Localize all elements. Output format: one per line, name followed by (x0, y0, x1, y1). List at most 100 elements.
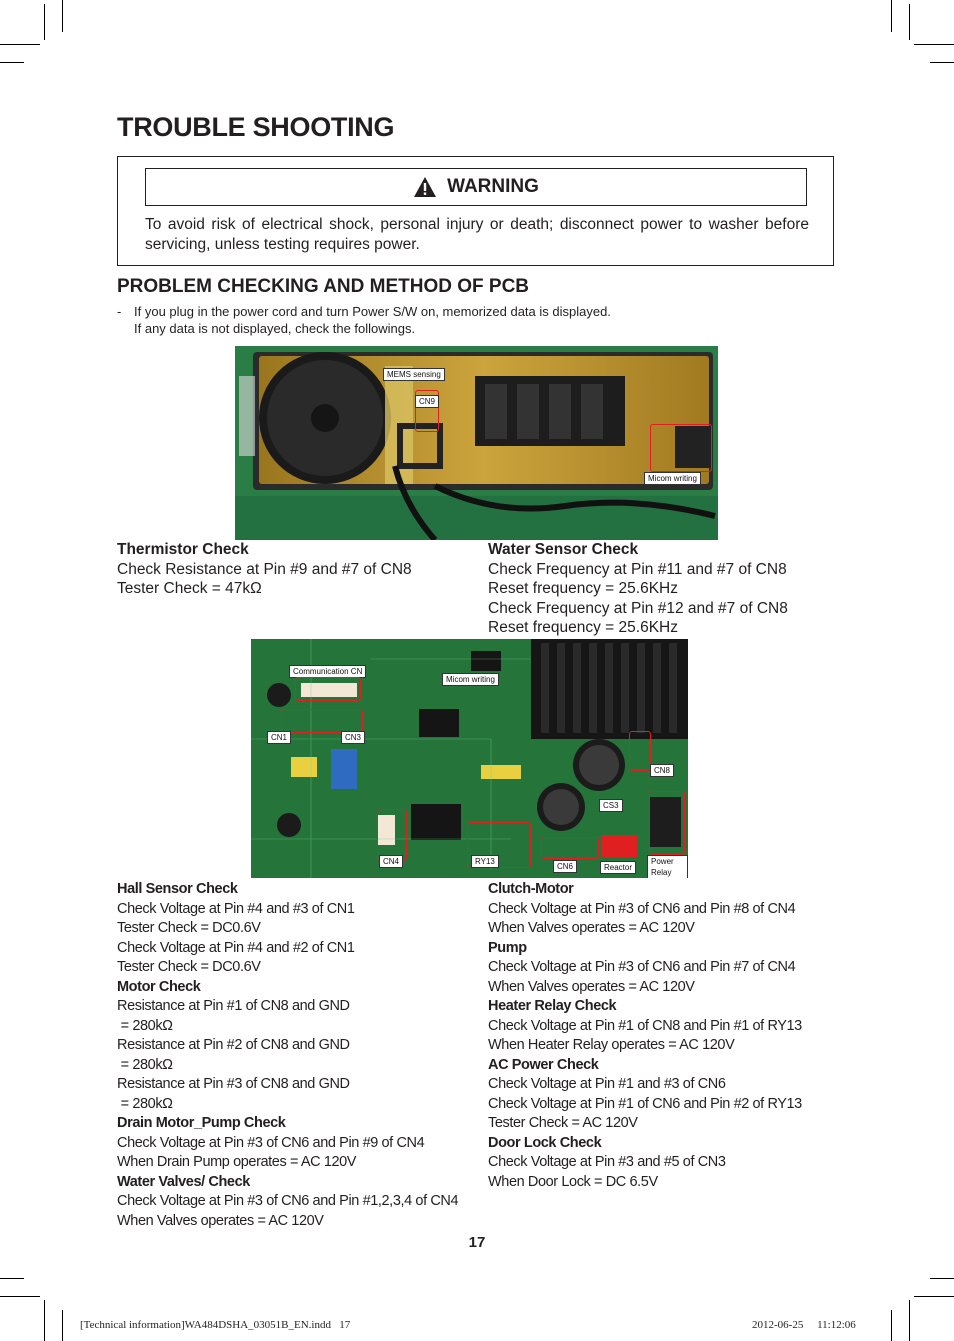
section-heading: AC Power Check (488, 1056, 599, 1073)
photo-label: CN1 (267, 731, 292, 744)
check-line: Check Voltage at Pin #3 of CN6 and Pin #… (117, 1134, 425, 1151)
note-line: If any data is not displayed, check the … (134, 321, 416, 336)
photo-label: CN9 (415, 395, 440, 408)
marker-box (415, 390, 439, 432)
section-heading: Pump (488, 939, 527, 956)
check-line: When Heater Relay operates = AC 120V (488, 1037, 735, 1053)
check-line: Reset frequency = 25.6KHz (488, 619, 678, 636)
check-line: Resistance at Pin #3 of CN8 and GND (117, 1076, 350, 1092)
marker-box (650, 424, 712, 472)
check-line: Check Voltage at Pin #1 of CN8 and Pin #… (488, 1017, 802, 1034)
crop-mark (0, 62, 24, 63)
check-line: = 280kΩ (117, 1095, 173, 1112)
check-line: Reset frequency = 25.6KHz (488, 580, 678, 597)
crop-mark (0, 1296, 40, 1297)
crop-mark (0, 44, 40, 45)
note-dash: - (117, 304, 122, 319)
check-line: When Valves operates = AC 120V (117, 1212, 324, 1229)
crop-mark (62, 1310, 63, 1341)
check-line: Tester Check = 47kΩ (117, 580, 262, 597)
footer-filename: [Technical information]WA484DSHA_03051B_… (80, 1319, 351, 1331)
display-pcb-image (235, 346, 718, 540)
warning-text: To avoid risk of electrical shock, perso… (145, 216, 809, 253)
check-line: When Door Lock = DC 6.5V (488, 1173, 658, 1190)
photo-label: RY13 (471, 855, 499, 868)
warning-label: WARNING (447, 176, 539, 197)
section-heading: Motor Check (117, 978, 201, 995)
section-heading: Heater Relay Check (488, 998, 617, 1014)
check-line: Check Voltage at Pin #1 and #3 of CN6 (488, 1076, 726, 1092)
section-heading: Water Sensor Check (488, 541, 639, 558)
section-heading: Door Lock Check (488, 1134, 602, 1151)
check-line: Check Resistance at Pin #9 and #7 of CN8 (117, 560, 412, 578)
right-checks: Clutch-Motor Check Voltage at Pin #3 of … (488, 880, 838, 1192)
photo-label: CS3 (599, 799, 623, 812)
water-sensor-check: Water Sensor Check Check Frequency at Pi… (488, 540, 848, 638)
crop-mark (909, 4, 910, 40)
check-line: = 280kΩ (117, 1056, 173, 1073)
crop-mark (62, 0, 63, 32)
check-line: Check Voltage at Pin #1 of CN6 and Pin #… (488, 1095, 802, 1112)
crop-mark (44, 1300, 45, 1341)
check-line: Check Voltage at Pin #4 and #3 of CN1 (117, 900, 355, 917)
section-heading: Drain Motor_Pump Check (117, 1115, 286, 1131)
page-number: 17 (468, 1234, 486, 1251)
main-pcb-photo: Communication CN Micom writing CN1 CN3 C… (251, 639, 688, 878)
crop-mark (891, 0, 892, 32)
check-line: Tester Check = AC 120V (488, 1115, 638, 1131)
check-line: Tester Check = DC0.6V (117, 959, 261, 975)
crop-mark (914, 1296, 954, 1297)
photo-label: Power Relay (647, 855, 688, 878)
photo-label: CN4 (379, 855, 404, 868)
note-line: If you plug in the power cord and turn P… (134, 304, 611, 319)
section-heading: Thermistor Check (117, 541, 249, 558)
check-line: Check Voltage at Pin #4 and #2 of CN1 (117, 939, 355, 956)
marker-box (541, 837, 599, 859)
photo-label: Micom writing (442, 673, 499, 686)
marker-box (295, 677, 361, 701)
marker-box (281, 709, 363, 733)
check-line: Check Voltage at Pin #3 of CN6 and Pin #… (488, 959, 796, 975)
photo-label: CN3 (341, 731, 366, 744)
section-heading: Clutch-Motor (488, 881, 574, 897)
footer-timestamp: 2012-06-25 11:12:06 (752, 1319, 856, 1331)
photo-label: MEMS sensing (383, 368, 445, 381)
crop-mark (930, 62, 954, 63)
left-checks: Hall Sensor Check Check Voltage at Pin #… (117, 880, 482, 1231)
crop-mark (909, 1300, 910, 1341)
check-line: = 280kΩ (117, 1017, 173, 1034)
photo-label: Reactor (600, 861, 637, 874)
check-line: When Valves operates = AC 120V (488, 920, 695, 936)
check-line: Resistance at Pin #1 of CN8 and GND (117, 998, 350, 1014)
marker-box (649, 791, 685, 855)
check-line: When Drain Pump operates = AC 120V (117, 1154, 357, 1170)
photo-label: CN8 (650, 764, 675, 777)
crop-mark (930, 1278, 954, 1279)
thermistor-check: Thermistor Check Check Resistance at Pin… (117, 540, 477, 599)
photo-label: Micom writing (644, 472, 701, 485)
section-heading: Water Valves/ Check (117, 1173, 250, 1190)
page-title: TROUBLE SHOOTING (117, 112, 395, 142)
section-title: PROBLEM CHECKING AND METHOD OF PCB (117, 276, 530, 297)
check-line: Check Frequency at Pin #11 and #7 of CN8 (488, 560, 787, 578)
marker-box (467, 822, 531, 868)
check-line: Tester Check = DC0.6V (117, 920, 261, 936)
marker-box (629, 731, 651, 771)
warning-box (117, 156, 834, 266)
crop-mark (891, 1310, 892, 1341)
warning-triangle-icon (414, 177, 437, 197)
intro-note: - If you plug in the power cord and turn… (117, 303, 611, 337)
photo-label: CN6 (553, 860, 578, 873)
section-heading: Hall Sensor Check (117, 881, 238, 897)
check-line: Check Voltage at Pin #3 and #5 of CN3 (488, 1154, 726, 1170)
crop-mark (914, 44, 954, 45)
check-line: Resistance at Pin #2 of CN8 and GND (117, 1037, 350, 1053)
check-line: Check Voltage at Pin #3 of CN6 and Pin #… (117, 1193, 459, 1209)
display-pcb-photo: MEMS sensing CN9 Micom writing (235, 346, 718, 540)
warning-banner: WARNING (145, 168, 807, 206)
check-line: When Valves operates = AC 120V (488, 978, 695, 995)
crop-mark (0, 1278, 24, 1279)
marker-box (377, 809, 407, 861)
check-line: Check Frequency at Pin #12 and #7 of CN8 (488, 599, 788, 617)
check-line: Check Voltage at Pin #3 of CN6 and Pin #… (488, 900, 796, 917)
